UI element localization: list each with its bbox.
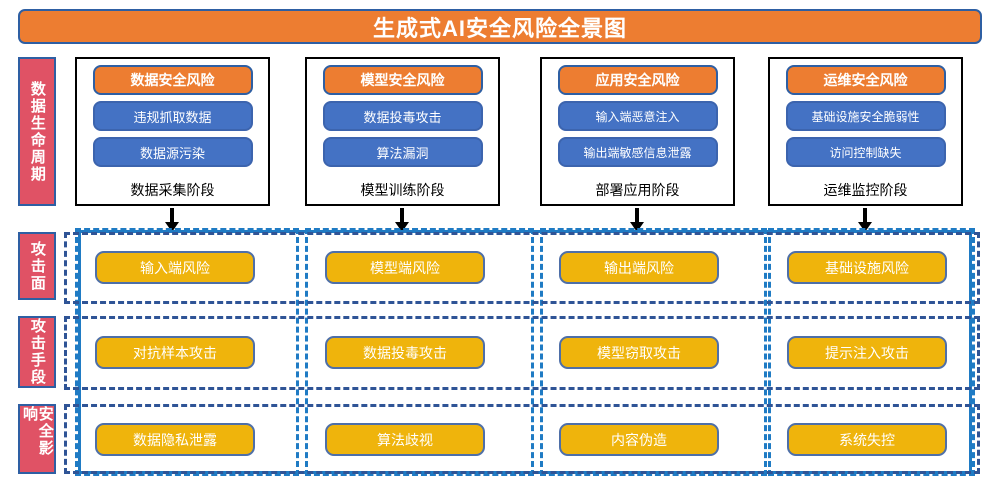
row-label-attack-methods-text: 攻击手段 — [28, 318, 46, 386]
matrix-cell: 模型端风险 — [325, 251, 485, 284]
stage-caption: 部署应用阶段 — [595, 182, 680, 198]
matrix-cell: 算法歧视 — [325, 423, 485, 456]
stage-header-chip: 运维安全风险 — [785, 65, 946, 95]
stage-caption: 运维监控阶段 — [823, 182, 908, 198]
stage-caption: 数据采集阶段 — [130, 182, 215, 198]
stage-header-chip: 数据安全风险 — [92, 65, 253, 95]
matrix-cell: 模型窃取攻击 — [559, 336, 719, 369]
matrix-row-band-attack-surface — [64, 232, 980, 304]
stage-risk-chip: 数据投毒攻击 — [322, 101, 483, 131]
stage-risk-chip: 算法漏洞 — [322, 137, 483, 167]
row-label-attack-methods: 攻击手段 — [18, 316, 56, 388]
row-label-security-impact: 安全影响 — [18, 404, 56, 474]
row-label-security-impact-text: 安全影响 — [21, 406, 54, 457]
matrix-cell: 内容伪造 — [559, 423, 719, 456]
row-label-lifecycle: 数据生命周期 — [18, 57, 56, 206]
stage-risk-chip: 输入端恶意注入 — [557, 101, 718, 131]
matrix-column-group-model — [305, 228, 534, 476]
stage-risk-chip: 输出端敏感信息泄露 — [557, 137, 718, 167]
matrix-row-band-security-impact — [64, 404, 980, 474]
stage-risk-chip: 访问控制缺失 — [785, 137, 946, 167]
stage-header-chip: 模型安全风险 — [322, 65, 483, 95]
matrix-cell: 系统失控 — [787, 423, 947, 456]
row-label-lifecycle-text: 数据生命周期 — [28, 80, 46, 183]
matrix-column-group-infrastructure — [768, 228, 975, 476]
stage-panel-operations: 运维安全风险 基础设施安全脆弱性 访问控制缺失 运维监控阶段 — [768, 57, 963, 206]
row-label-attack-surface: 攻击面 — [18, 232, 56, 300]
diagram-title-banner: 生成式AI安全风险全景图 — [18, 9, 982, 44]
matrix-column-group-input — [75, 228, 299, 476]
matrix-cell: 基础设施风险 — [787, 251, 947, 284]
stage-risk-chip: 违规抓取数据 — [92, 101, 253, 131]
stage-risk-chip: 基础设施安全脆弱性 — [785, 101, 946, 131]
matrix-cell: 提示注入攻击 — [787, 336, 947, 369]
page-title: 生成式AI安全风险全景图 — [372, 15, 627, 41]
row-label-attack-surface-text: 攻击面 — [28, 240, 46, 292]
matrix-cell: 数据投毒攻击 — [325, 336, 485, 369]
stage-panel-data-collection: 数据安全风险 违规抓取数据 数据源污染 数据采集阶段 — [75, 57, 270, 206]
matrix-column-group-output — [540, 228, 767, 476]
stage-panel-model-training: 模型安全风险 数据投毒攻击 算法漏洞 模型训练阶段 — [305, 57, 500, 206]
matrix-cell: 对抗样本攻击 — [95, 336, 255, 369]
matrix-cell: 输出端风险 — [559, 251, 719, 284]
stage-panel-deployment: 应用安全风险 输入端恶意注入 输出端敏感信息泄露 部署应用阶段 — [540, 57, 735, 206]
stage-header-chip: 应用安全风险 — [557, 65, 718, 95]
stage-risk-chip: 数据源污染 — [92, 137, 253, 167]
matrix-cell: 数据隐私泄露 — [95, 423, 255, 456]
stage-caption: 模型训练阶段 — [360, 182, 445, 198]
matrix-cell: 输入端风险 — [95, 251, 255, 284]
matrix-row-band-attack-methods — [64, 316, 980, 390]
